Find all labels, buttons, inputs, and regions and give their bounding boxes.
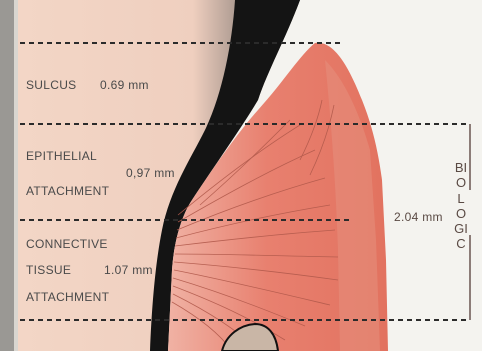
photo-edge [0, 0, 14, 351]
connective-label-line3: ATTACHMENT [26, 290, 109, 304]
connective-label-line1: CONNECTIVE [26, 237, 108, 251]
epithelial-label-line2: ATTACHMENT [26, 184, 109, 198]
connective-measure: 1.07 mm [104, 263, 153, 277]
biologic-width-measure: 2.04 mm [394, 210, 443, 224]
biologic-vertical-label: BIOLOGIC [454, 160, 468, 252]
connective-label-line2: TISSUE [26, 263, 71, 277]
photo-edge-light [14, 0, 18, 351]
sulcus-measure: 0.69 mm [100, 78, 149, 92]
epithelial-label-line1: EPITHELIAL [26, 149, 97, 163]
epithelial-measure: 0,97 mm [126, 166, 175, 180]
sulcus-label: SULCUS [26, 78, 76, 92]
